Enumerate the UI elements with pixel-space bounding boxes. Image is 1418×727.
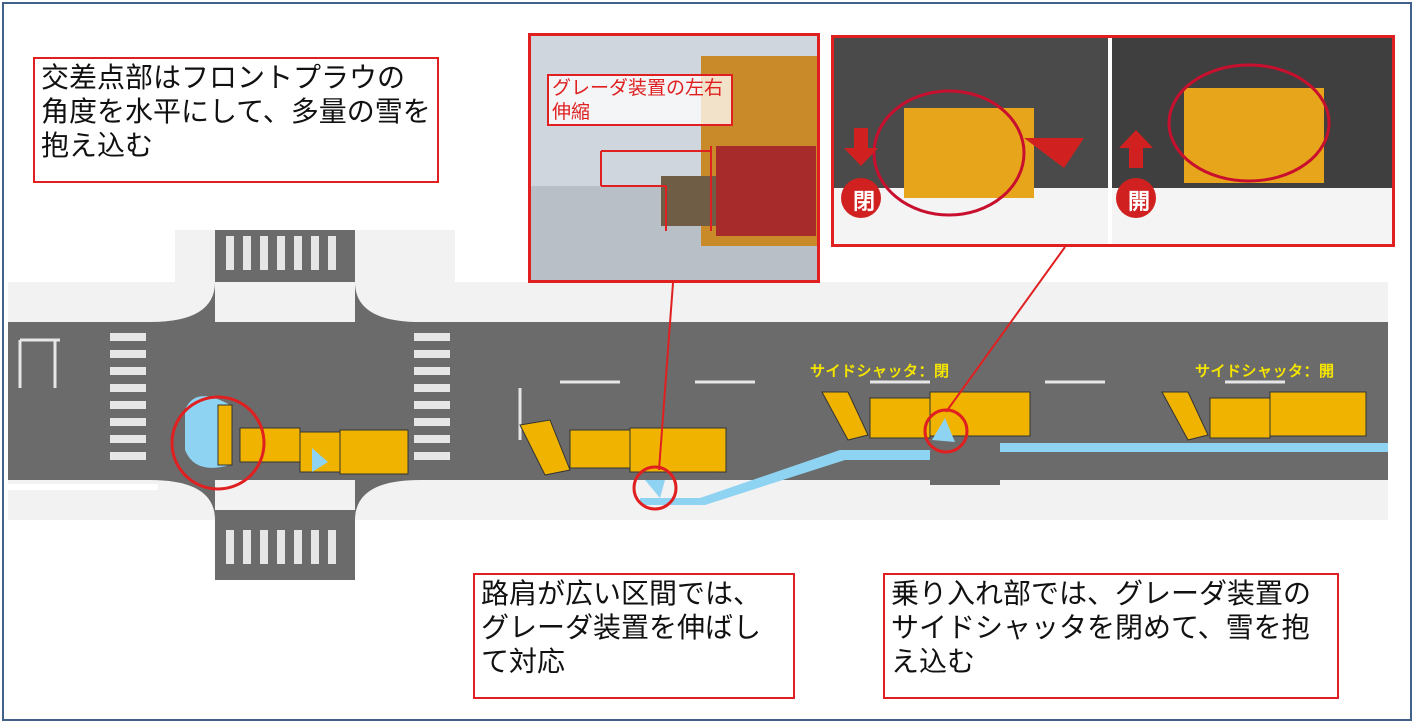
- plow-truck-intersection: [185, 396, 409, 475]
- label-shutter-closed: サイドシャッタ：閉: [810, 362, 950, 380]
- plow-truck-shutter-open: [1161, 391, 1367, 441]
- callout-wide-shoulder: 路肩が広い区間では、グレーダ装置を伸ばして対応: [473, 573, 795, 699]
- lane-markings: [18, 338, 1285, 440]
- photo-side-shutter: 閉 開: [831, 35, 1395, 247]
- label-shutter-open: サイドシャッタ：開: [1195, 362, 1335, 380]
- badge-open: 開: [1127, 190, 1150, 215]
- driveway: [930, 455, 1000, 485]
- snow-windrow: [640, 450, 930, 505]
- callout-intersection: 交差点部はフロントプラウの角度を水平にして、多量の雪を抱え込む: [33, 57, 439, 183]
- highlight-circles: [170, 395, 969, 511]
- plow-truck-shutter-closed: [821, 391, 1031, 442]
- crosswalk-marks: [110, 236, 450, 564]
- photo-side-shutter-art: [834, 38, 1392, 244]
- callout-driveway: 乗り入れ部では、グレーダ装置のサイドシャッタを閉めて、雪を抱え込む: [883, 573, 1339, 699]
- photo-grader-extension: グレーダ装置の左右伸縮: [528, 33, 820, 283]
- plow-truck-wide-shoulder: [519, 419, 727, 498]
- badge-closed: 閉: [852, 190, 875, 215]
- photo-grader-extension-art: [531, 36, 817, 280]
- photo-grader-extension-caption: グレーダ装置の左右伸縮: [547, 74, 733, 126]
- leader-lines: [658, 246, 1066, 471]
